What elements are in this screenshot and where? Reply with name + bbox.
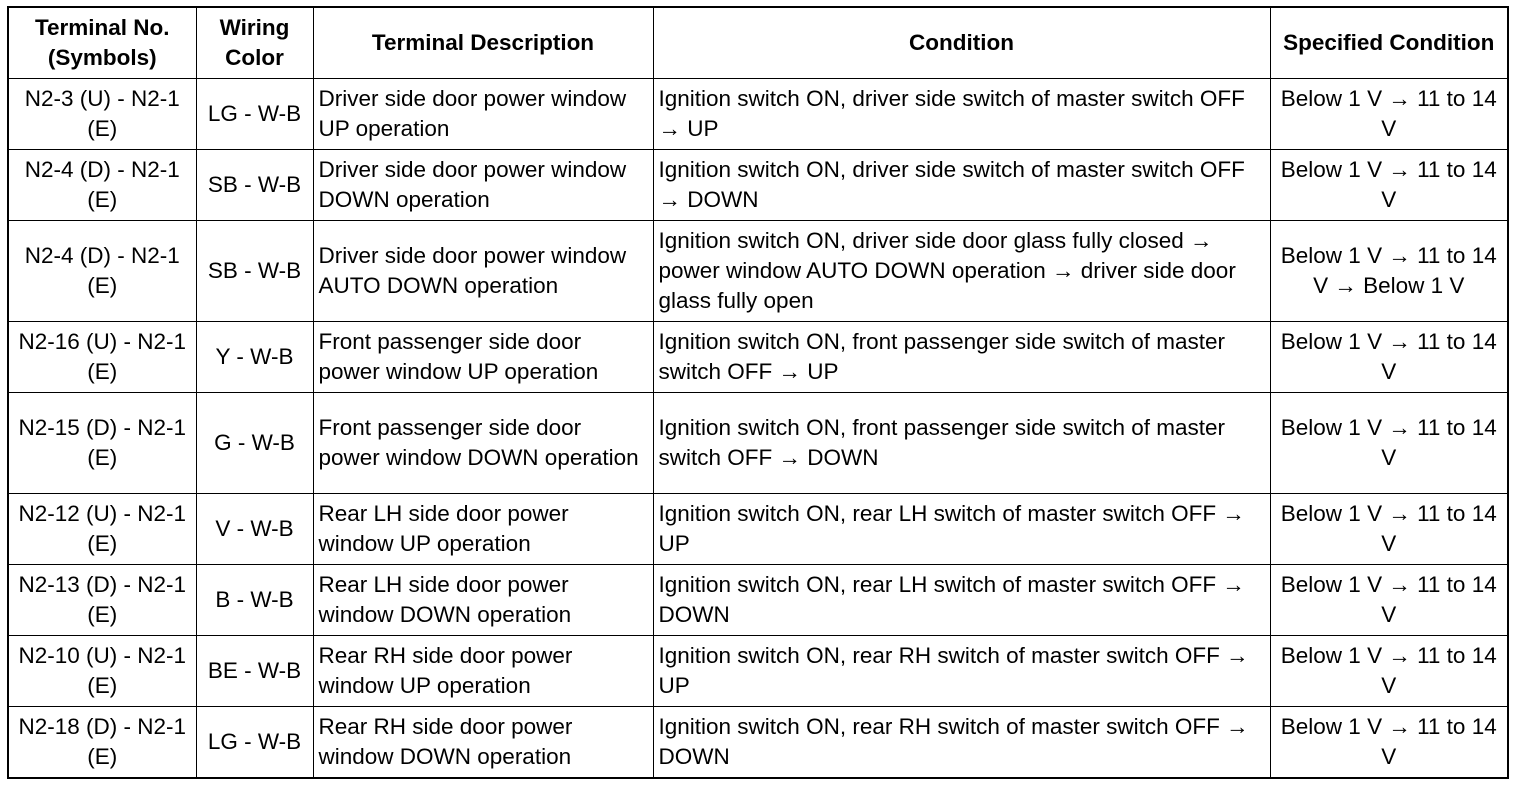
condition-cell: Ignition switch ON, front passenger side… xyxy=(652,392,1271,494)
description-cell: Driver side door power window UP operati… xyxy=(312,78,654,150)
specified-cell: Below 1 V → 11 to 14 V xyxy=(1269,564,1509,636)
wiring-cell: Y - W-B xyxy=(195,321,314,393)
description-cell: Rear LH side door power window DOWN oper… xyxy=(312,564,654,636)
wiring-cell: V - W-B xyxy=(195,493,314,565)
description-cell: Front passenger side door power window D… xyxy=(312,392,654,494)
terminal-cell: N2-16 (U) - N2-1 (E) xyxy=(7,321,197,393)
terminal-cell: N2-4 (D) - N2-1 (E) xyxy=(7,220,197,322)
table-row: N2-4 (D) - N2-1 (E) SB - W-B Driver side… xyxy=(7,220,1509,322)
specified-cell: Below 1 V → 11 to 14 V xyxy=(1269,493,1509,565)
condition-cell: Ignition switch ON, rear LH switch of ma… xyxy=(652,564,1271,636)
wiring-cell: LG - W-B xyxy=(195,706,314,779)
condition-cell: Ignition switch ON, rear RH switch of ma… xyxy=(652,706,1271,779)
header-row: Terminal No. (Symbols) Wiring Color Term… xyxy=(7,6,1509,79)
wiring-cell: B - W-B xyxy=(195,564,314,636)
header-description: Terminal Description xyxy=(312,6,654,79)
terminal-cell: N2-10 (U) - N2-1 (E) xyxy=(7,635,197,707)
table-row: N2-15 (D) - N2-1 (E) G - W-B Front passe… xyxy=(7,392,1509,494)
wiring-cell: SB - W-B xyxy=(195,149,314,221)
table-row: N2-12 (U) - N2-1 (E) V - W-B Rear LH sid… xyxy=(7,493,1509,565)
description-cell: Rear RH side door power window DOWN oper… xyxy=(312,706,654,779)
specified-cell: Below 1 V → 11 to 14 V xyxy=(1269,78,1509,150)
table-row: N2-16 (U) - N2-1 (E) Y - W-B Front passe… xyxy=(7,321,1509,393)
terminal-cell: N2-3 (U) - N2-1 (E) xyxy=(7,78,197,150)
description-cell: Rear LH side door power window UP operat… xyxy=(312,493,654,565)
header-terminal: Terminal No. (Symbols) xyxy=(7,6,197,79)
header-condition: Condition xyxy=(652,6,1271,79)
table-row: N2-13 (D) - N2-1 (E) B - W-B Rear LH sid… xyxy=(7,564,1509,636)
wiring-cell: G - W-B xyxy=(195,392,314,494)
description-cell: Driver side door power window AUTO DOWN … xyxy=(312,220,654,322)
terminal-cell: N2-12 (U) - N2-1 (E) xyxy=(7,493,197,565)
terminal-cell: N2-18 (D) - N2-1 (E) xyxy=(7,706,197,779)
condition-cell: Ignition switch ON, rear RH switch of ma… xyxy=(652,635,1271,707)
condition-cell: Ignition switch ON, rear LH switch of ma… xyxy=(652,493,1271,565)
condition-cell: Ignition switch ON, driver side switch o… xyxy=(652,149,1271,221)
table-row: N2-10 (U) - N2-1 (E) BE - W-B Rear RH si… xyxy=(7,635,1509,707)
specified-cell: Below 1 V → 11 to 14 V xyxy=(1269,321,1509,393)
specified-cell: Below 1 V → 11 to 14 V xyxy=(1269,392,1509,494)
specified-cell: Below 1 V → 11 to 14 V xyxy=(1269,149,1509,221)
condition-cell: Ignition switch ON, driver side door gla… xyxy=(652,220,1271,322)
terminal-spec-table: Terminal No. (Symbols) Wiring Color Term… xyxy=(7,6,1509,779)
table-row: N2-18 (D) - N2-1 (E) LG - W-B Rear RH si… xyxy=(7,706,1509,779)
description-cell: Front passenger side door power window U… xyxy=(312,321,654,393)
header-wiring: Wiring Color xyxy=(195,6,314,79)
table-row: N2-3 (U) - N2-1 (E) LG - W-B Driver side… xyxy=(7,78,1509,150)
description-cell: Driver side door power window DOWN opera… xyxy=(312,149,654,221)
header-specified: Specified Condition xyxy=(1269,6,1509,79)
terminal-cell: N2-4 (D) - N2-1 (E) xyxy=(7,149,197,221)
specified-cell: Below 1 V → 11 to 14 V xyxy=(1269,706,1509,779)
specified-cell: Below 1 V → 11 to 14 V xyxy=(1269,635,1509,707)
description-cell: Rear RH side door power window UP operat… xyxy=(312,635,654,707)
specified-cell: Below 1 V → 11 to 14 V → Below 1 V xyxy=(1269,220,1509,322)
terminal-cell: N2-15 (D) - N2-1 (E) xyxy=(7,392,197,494)
wiring-cell: LG - W-B xyxy=(195,78,314,150)
wiring-cell: SB - W-B xyxy=(195,220,314,322)
terminal-cell: N2-13 (D) - N2-1 (E) xyxy=(7,564,197,636)
table-row: N2-4 (D) - N2-1 (E) SB - W-B Driver side… xyxy=(7,149,1509,221)
wiring-cell: BE - W-B xyxy=(195,635,314,707)
condition-cell: Ignition switch ON, front passenger side… xyxy=(652,321,1271,393)
condition-cell: Ignition switch ON, driver side switch o… xyxy=(652,78,1271,150)
